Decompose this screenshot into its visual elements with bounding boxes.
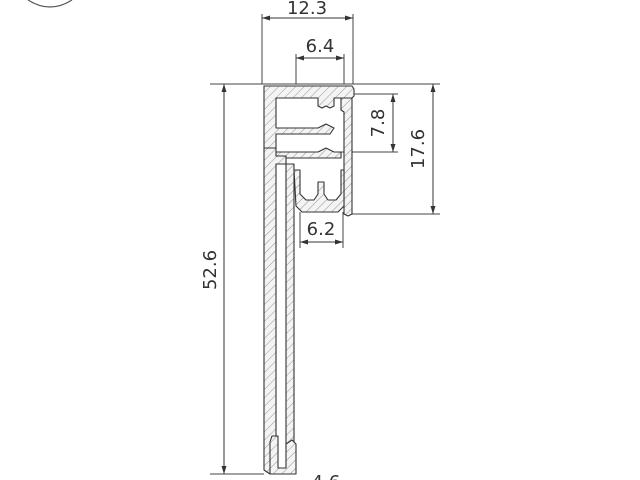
dim-bottom-width: 4.6 — [312, 472, 341, 480]
logo-circle-fragment — [27, 0, 73, 8]
profile-section — [263, 85, 355, 475]
dim-top-width: 12.3 — [287, 0, 327, 19]
dim-head-height: 17.6 — [408, 129, 429, 169]
dim-channel-width: 6.2 — [307, 219, 336, 240]
extension-lines — [210, 14, 440, 475]
dim-inner-width: 6.4 — [306, 36, 335, 57]
dim-total-height: 52.6 — [200, 250, 221, 290]
dimension-lines — [221, 15, 436, 474]
dim-clip-height: 7.8 — [368, 109, 389, 138]
